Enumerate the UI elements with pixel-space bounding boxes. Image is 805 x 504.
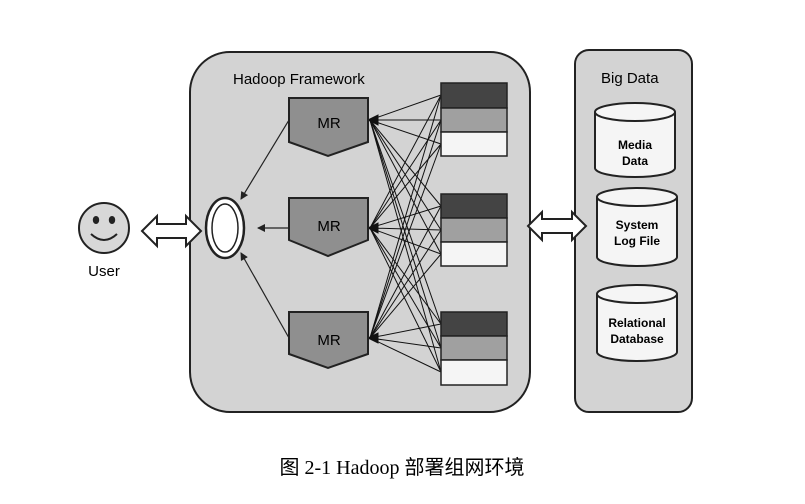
bidirectional-arrow-framework-bigdata [526,209,588,243]
mesh-link [369,119,442,229]
bidirectional-arrow-user-framework [140,213,203,249]
data-node-stack [440,311,508,386]
source-label-line2: Database [610,332,664,346]
mesh-link [369,119,442,349]
mesh-link [369,227,442,373]
node-connection-mesh [366,94,442,373]
user-label: User [88,263,120,280]
mr-node: MR [288,197,369,258]
mesh-link [369,119,442,339]
data-block-dark [440,311,508,337]
source-label-line1: Media [618,138,652,152]
mesh-link [369,229,442,339]
mr-label: MR [317,218,340,235]
figure-caption: 图 2-1 Hadoop 部署组网环境 [280,456,525,479]
mesh-arrow-tip [366,222,379,234]
mesh-link [369,94,442,121]
job-tracker-ring-inner [211,203,239,253]
mesh-link [369,119,442,231]
mr-to-tracker-arrow [240,252,290,339]
mr-label: MR [317,115,340,132]
hadoop-framework-label: Hadoop Framework [233,71,365,88]
source-label-line1: Relational [608,316,665,330]
data-block-mid [440,217,508,243]
mesh-link [369,227,442,349]
data-block-light [440,131,508,157]
mesh-link [369,119,442,207]
source-label-line2: Data [622,154,648,168]
big-data-label: Big Data [601,70,659,87]
data-source-system-log: System Log File [596,187,678,267]
data-block-light [440,359,508,386]
mesh-link [369,119,442,325]
source-label-line2: Log File [614,234,660,248]
data-node-stack [440,82,508,157]
data-node-stack [440,193,508,267]
mesh-link [369,143,442,339]
mesh-link [369,119,442,373]
mr-to-tracker-arrow [240,119,290,200]
mesh-link [369,143,442,229]
data-block-mid [440,335,508,361]
data-block-dark [440,82,508,109]
data-source-media: Media Data [594,102,676,178]
data-block-dark [440,193,508,219]
mesh-link [369,337,442,373]
mesh-arrow-tip [366,332,379,344]
data-block-mid [440,107,508,133]
mr-node: MR [288,97,369,158]
mr-node: MR [288,311,369,370]
user-smiley-icon [78,202,130,254]
mesh-arrow-tip [366,114,379,126]
mesh-link [369,205,442,339]
mesh-link [369,337,442,349]
mesh-link [369,119,442,145]
data-block-light [440,241,508,267]
data-source-relational-db: Relational Database [596,284,678,362]
source-label-line1: System [616,218,659,232]
mesh-link [369,119,442,255]
mesh-link [369,94,442,229]
mesh-link [369,323,442,339]
mesh-link [369,94,442,339]
mesh-link [369,253,442,339]
mesh-link [369,227,442,325]
mr-label: MR [317,332,340,349]
